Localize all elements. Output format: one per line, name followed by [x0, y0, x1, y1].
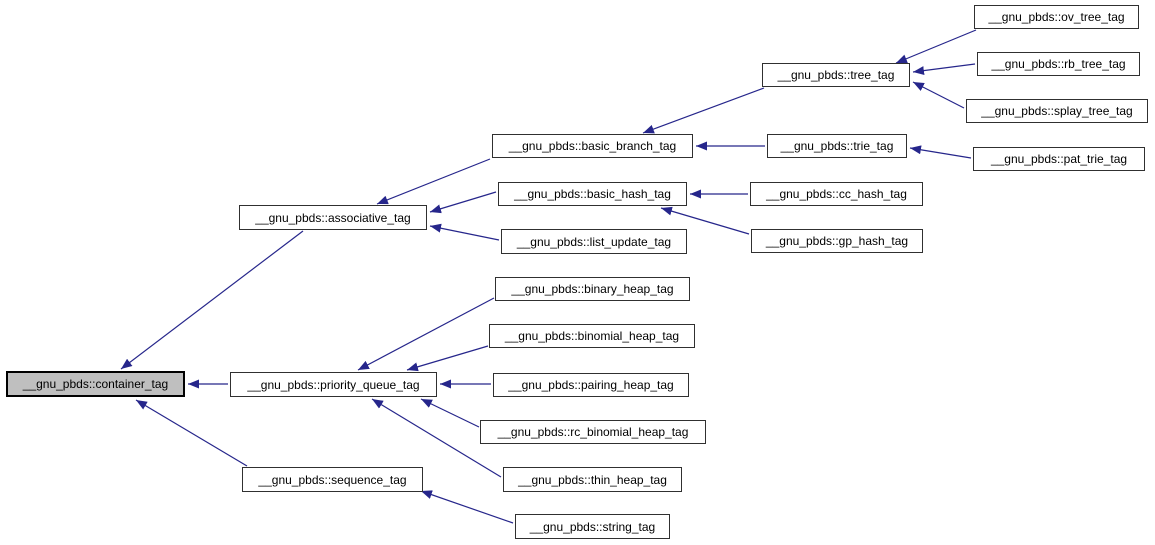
- node-list_update_tag[interactable]: __gnu_pbds::list_update_tag: [501, 229, 687, 254]
- node-label-container_tag: __gnu_pbds::container_tag: [22, 377, 169, 391]
- node-label-cc_hash_tag: __gnu_pbds::cc_hash_tag: [766, 187, 907, 201]
- node-label-binary_heap_tag: __gnu_pbds::binary_heap_tag: [511, 282, 674, 296]
- inheritance-arrow-binomial_heap_tag-to-priority_queue_tag: [406, 345, 489, 372]
- inheritance-arrow-rc_binomial_heap_tag-to-priority_queue_tag: [420, 398, 480, 428]
- node-label-thin_heap_tag: __gnu_pbds::thin_heap_tag: [518, 472, 667, 487]
- inheritance-arrow-rb_tree_tag-to-tree_tag: [912, 63, 976, 76]
- node-splay_tree_tag[interactable]: __gnu_pbds::splay_tree_tag: [966, 99, 1148, 123]
- inheritance-arrow-splay_tree_tag-to-tree_tag: [912, 81, 965, 109]
- node-label-pairing_heap_tag: __gnu_pbds::pairing_heap_tag: [508, 378, 674, 392]
- node-ov_tree_tag[interactable]: __gnu_pbds::ov_tree_tag: [974, 5, 1139, 29]
- node-binomial_heap_tag[interactable]: __gnu_pbds::binomial_heap_tag: [489, 324, 695, 348]
- node-associative_tag[interactable]: __gnu_pbds::associative_tag: [239, 205, 427, 230]
- node-cc_hash_tag[interactable]: __gnu_pbds::cc_hash_tag: [750, 182, 923, 206]
- node-label-basic_branch_tag: __gnu_pbds::basic_branch_tag: [508, 139, 677, 153]
- node-container_tag: __gnu_pbds::container_tag: [6, 371, 185, 397]
- node-pat_trie_tag[interactable]: __gnu_pbds::pat_trie_tag: [973, 147, 1145, 171]
- node-binary_heap_tag[interactable]: __gnu_pbds::binary_heap_tag: [495, 277, 690, 301]
- inheritance-arrow-associative_tag-to-container_tag: [120, 230, 304, 370]
- inheritance-arrow-ov_tree_tag-to-tree_tag: [895, 29, 977, 64]
- node-label-pat_trie_tag: __gnu_pbds::pat_trie_tag: [990, 152, 1128, 166]
- node-rc_binomial_heap_tag[interactable]: __gnu_pbds::rc_binomial_heap_tag: [480, 420, 706, 444]
- inheritance-arrow-gp_hash_tag-to-basic_hash_tag: [660, 206, 750, 235]
- inheritance-arrow-basic_hash_tag-to-associative_tag: [429, 191, 497, 214]
- node-label-rc_binomial_heap_tag: __gnu_pbds::rc_binomial_heap_tag: [497, 425, 689, 439]
- inheritance-arrow-thin_heap_tag-to-priority_queue_tag: [371, 398, 502, 478]
- node-basic_branch_tag[interactable]: __gnu_pbds::basic_branch_tag: [492, 134, 693, 158]
- node-string_tag[interactable]: __gnu_pbds::string_tag: [515, 514, 670, 539]
- node-thin_heap_tag[interactable]: __gnu_pbds::thin_heap_tag: [503, 467, 682, 492]
- inheritance-arrow-basic_branch_tag-to-associative_tag: [376, 158, 491, 205]
- inheritance-arrow-string_tag-to-sequence_tag: [420, 490, 514, 524]
- node-label-ov_tree_tag: __gnu_pbds::ov_tree_tag: [988, 10, 1125, 24]
- node-label-binomial_heap_tag: __gnu_pbds::binomial_heap_tag: [504, 329, 680, 343]
- node-tree_tag[interactable]: __gnu_pbds::tree_tag: [762, 63, 910, 87]
- node-label-trie_tag: __gnu_pbds::trie_tag: [780, 139, 894, 153]
- node-priority_queue_tag[interactable]: __gnu_pbds::priority_queue_tag: [230, 372, 437, 397]
- node-label-associative_tag: __gnu_pbds::associative_tag: [255, 210, 411, 225]
- node-label-gp_hash_tag: __gnu_pbds::gp_hash_tag: [765, 234, 909, 248]
- node-gp_hash_tag[interactable]: __gnu_pbds::gp_hash_tag: [751, 229, 923, 253]
- node-sequence_tag[interactable]: __gnu_pbds::sequence_tag: [242, 467, 423, 492]
- node-label-sequence_tag: __gnu_pbds::sequence_tag: [258, 472, 407, 487]
- inheritance-arrow-list_update_tag-to-associative_tag: [429, 223, 500, 241]
- node-pairing_heap_tag[interactable]: __gnu_pbds::pairing_heap_tag: [493, 373, 689, 397]
- node-label-priority_queue_tag: __gnu_pbds::priority_queue_tag: [247, 377, 420, 392]
- inheritance-arrow-binary_heap_tag-to-priority_queue_tag: [357, 297, 495, 371]
- node-label-list_update_tag: __gnu_pbds::list_update_tag: [516, 234, 672, 249]
- node-rb_tree_tag[interactable]: __gnu_pbds::rb_tree_tag: [977, 52, 1140, 76]
- node-label-basic_hash_tag: __gnu_pbds::basic_hash_tag: [514, 187, 671, 201]
- node-label-splay_tree_tag: __gnu_pbds::splay_tree_tag: [981, 104, 1133, 118]
- node-label-string_tag: __gnu_pbds::string_tag: [529, 519, 656, 534]
- inheritance-arrow-tree_tag-to-basic_branch_tag: [642, 87, 765, 134]
- inheritance-arrow-pat_trie_tag-to-trie_tag: [909, 145, 972, 159]
- inheritance-arrow-sequence_tag-to-container_tag: [135, 399, 248, 467]
- node-basic_hash_tag[interactable]: __gnu_pbds::basic_hash_tag: [498, 182, 687, 206]
- node-label-rb_tree_tag: __gnu_pbds::rb_tree_tag: [991, 57, 1126, 71]
- node-trie_tag[interactable]: __gnu_pbds::trie_tag: [767, 134, 907, 158]
- node-label-tree_tag: __gnu_pbds::tree_tag: [777, 68, 895, 82]
